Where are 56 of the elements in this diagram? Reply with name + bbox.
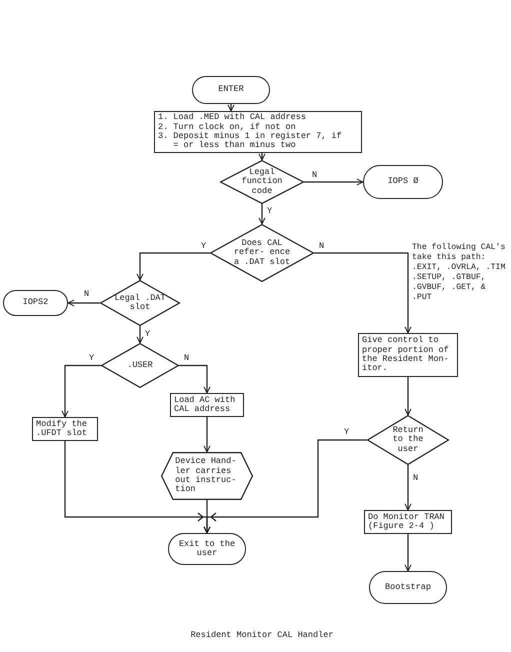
figure-caption: Resident Monitor CAL Handler [190, 631, 334, 640]
process-box [32, 417, 98, 441]
decision-diamond [367, 415, 449, 465]
flow-arrow [62, 364, 101, 418]
process-box [358, 333, 458, 377]
process-box [170, 393, 244, 417]
condition-text: Does CAL refer- ence a .DAT slot [232, 238, 292, 268]
step-text: 1. Load .MED with CAL address [158, 113, 307, 122]
flow-arrow [304, 178, 364, 186]
branch-label: Y [200, 242, 208, 250]
branch-label: N [412, 474, 420, 482]
step-text: Give control to proper portion of the Resident Mon- itor. [362, 336, 450, 374]
decision-diamond [101, 343, 179, 388]
flow-arrow [258, 153, 266, 160]
step-text: 2. Turn clock on, if not on [158, 122, 296, 132]
instruction-text: Device Hand- ler carries out instruc- tion [175, 457, 238, 495]
flow-arrow [258, 204, 266, 224]
condition-text: Legal .DAT slot [114, 294, 166, 312]
condition-text: .USER [126, 360, 154, 370]
step-text: Load AC with CAL address [174, 396, 236, 414]
flow-arrow [136, 252, 210, 280]
condition-text: Legal function code [240, 168, 284, 196]
flow-arrow [314, 252, 412, 334]
flow-arrow [136, 326, 144, 344]
branch-label: Y [266, 207, 274, 216]
terminal-text: Exit to the user [178, 540, 236, 558]
condition-text: Return to the user [392, 426, 424, 454]
flow-arrow [228, 104, 234, 112]
decision-diamond [100, 280, 180, 326]
branch-label: N [318, 242, 326, 250]
terminal-text: ENTER [217, 85, 245, 95]
flow-arrow [404, 465, 412, 510]
process-box [154, 111, 362, 153]
process-box [364, 510, 452, 534]
decision-diamond [210, 224, 314, 282]
branch-label: N [183, 354, 190, 362]
branch-label: Y [343, 428, 350, 436]
note-text: The following CAL's take this path: .EXIT, .OVRLA, .TIM .SETUP, .GTBUF, .GVBUF, .GET, & .PUT [412, 243, 506, 303]
flow-arrow [204, 417, 210, 452]
terminal-text: IOPS2 [22, 298, 50, 308]
branch-label: N [83, 290, 90, 298]
preparation-hexagon [161, 452, 253, 500]
flow-arrow [179, 364, 210, 394]
flow-arrow [204, 439, 368, 534]
flow-arrow [404, 534, 412, 572]
branch-label: Y [144, 330, 152, 338]
step-text: Do Monitor TRAN (Figure 2-4 ) [368, 512, 446, 532]
branch-label: N [311, 171, 318, 180]
decision-diamond [220, 160, 304, 204]
branch-label: Y [88, 354, 96, 362]
terminal-text: Bootstrap [384, 582, 432, 592]
step-text: Modify the .UFDT slot [36, 420, 88, 438]
flow-arrow [68, 300, 100, 306]
step-text: 3. Deposit minus 1 in register 7, if = or less than minus two [158, 132, 343, 151]
terminal-text: IOPS Ø [386, 177, 420, 187]
flow-arrow [404, 377, 412, 416]
